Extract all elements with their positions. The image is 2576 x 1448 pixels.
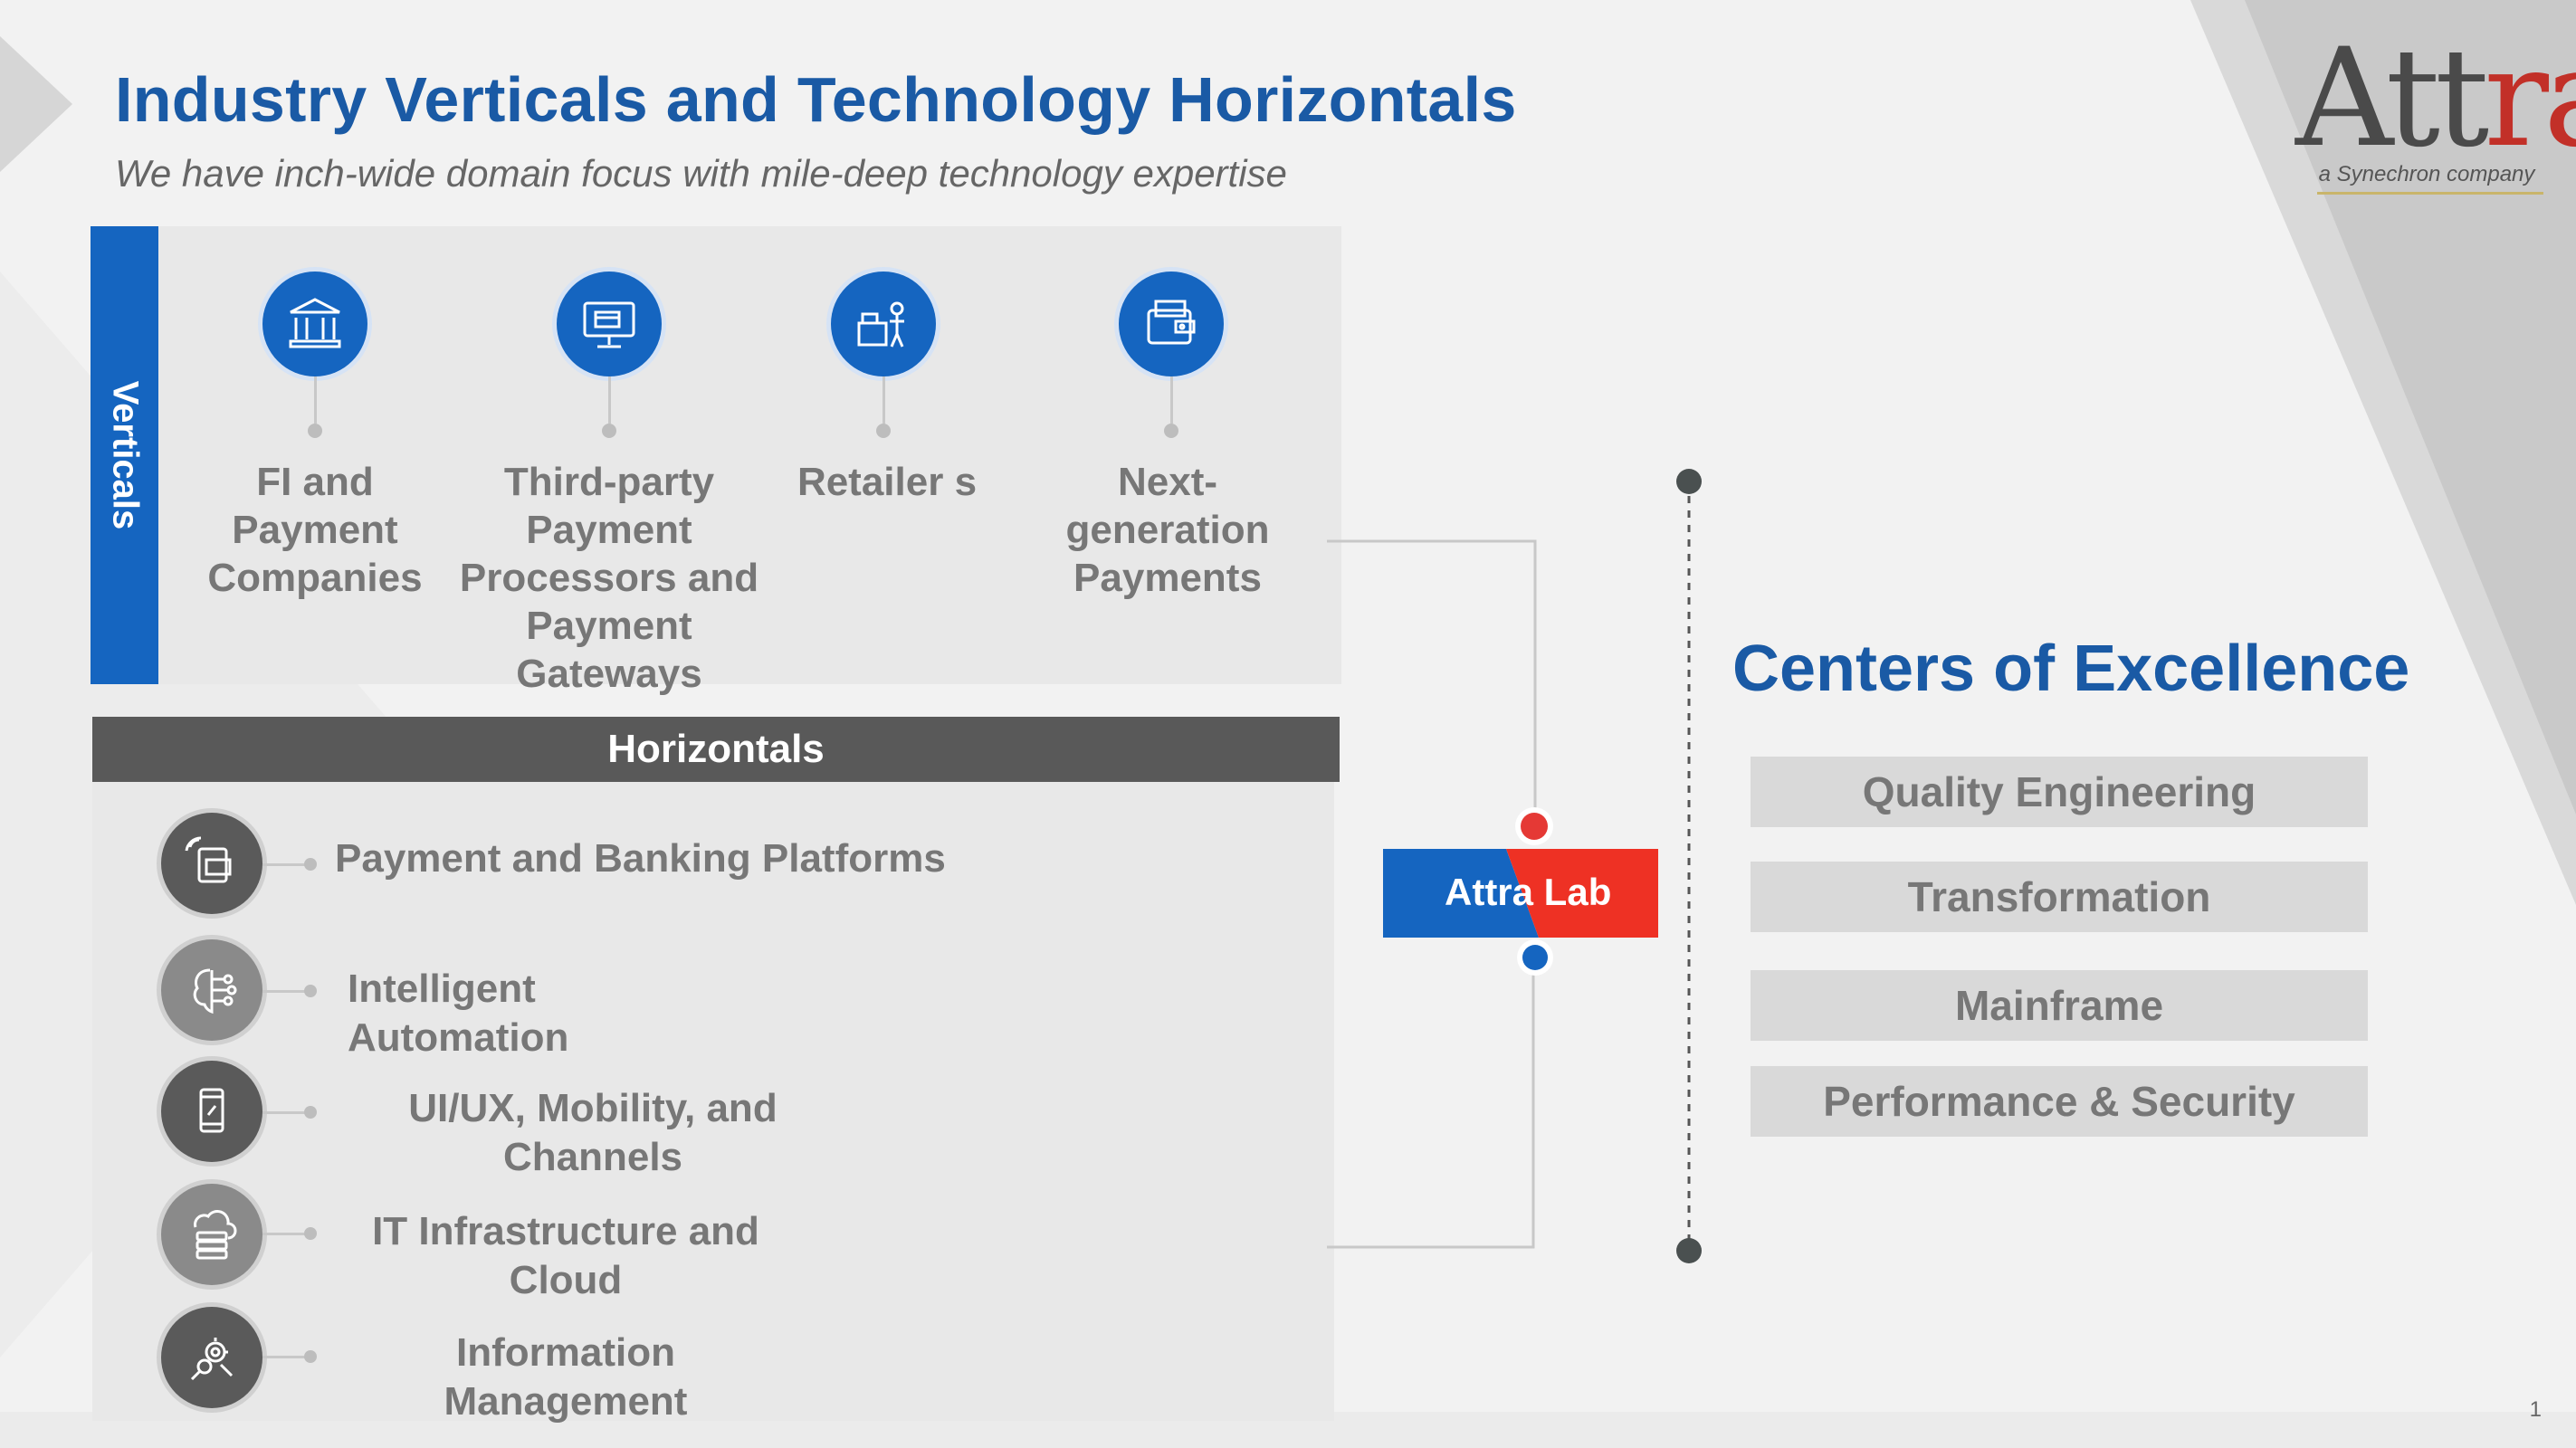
page-number: 1 bbox=[2529, 1397, 2542, 1422]
cloud-server-icon bbox=[161, 1184, 262, 1285]
brain-circuit-icon bbox=[161, 939, 262, 1041]
bank-icon bbox=[262, 272, 367, 376]
logo-wordmark: Attra bbox=[2295, 20, 2576, 177]
company-logo: Attra a Synechron company bbox=[2295, 20, 2576, 203]
attra-lab-box: Attra Lab bbox=[1383, 849, 1658, 938]
page-title: Industry Verticals and Technology Horizo… bbox=[115, 64, 1517, 135]
horizontal-label: UI/UX, Mobility, and Channels bbox=[408, 1086, 778, 1179]
vertical-label: Next-generation Payments bbox=[1065, 460, 1270, 600]
mobile-phone-icon bbox=[161, 1061, 262, 1162]
horizontal-label: IT Infrastructure and Cloud bbox=[372, 1209, 759, 1302]
card-payment-icon bbox=[161, 813, 262, 914]
horizontals-panel bbox=[92, 782, 1334, 1421]
logo-tagline: a Synechron company bbox=[2318, 162, 2535, 186]
vertical-item-fi-payment: FI and Payment Companies bbox=[197, 272, 433, 602]
horizontal-label: Information Management bbox=[444, 1330, 688, 1424]
verticals-side-bar bbox=[91, 226, 158, 684]
vertical-item-third-party: Third-party Payment Processors and Payme… bbox=[453, 272, 766, 698]
vertical-item-next-gen: Next-generation Payments bbox=[1041, 272, 1294, 602]
vertical-label: Retailer s bbox=[797, 460, 978, 504]
coe-item-performance-security: Performance & Security bbox=[1751, 1066, 2368, 1137]
logo-underline bbox=[2317, 192, 2543, 195]
vertical-label: FI and Payment Companies bbox=[207, 460, 423, 600]
retail-store-icon bbox=[831, 272, 936, 376]
data-gears-icon bbox=[161, 1307, 262, 1408]
page-subtitle: We have inch-wide domain focus with mile… bbox=[115, 152, 1287, 195]
wallet-card-icon bbox=[1119, 272, 1224, 376]
lab-bottom-dot bbox=[1522, 945, 1548, 970]
horizontals-header: Horizontals bbox=[92, 717, 1340, 782]
horizontal-label: Payment and Banking Platforms bbox=[335, 836, 946, 881]
payment-monitor-icon bbox=[557, 272, 662, 376]
attra-lab-label: Attra Lab bbox=[1445, 871, 1612, 913]
coe-item-transformation: Transformation bbox=[1751, 862, 2368, 932]
coe-item-mainframe: Mainframe bbox=[1751, 970, 2368, 1041]
horizontal-label: Intelligent Automation bbox=[348, 967, 569, 1060]
coe-title: Centers of Excellence bbox=[1732, 633, 2410, 705]
lab-top-dot bbox=[1521, 813, 1548, 840]
vertical-item-retailers: Retailer s bbox=[797, 272, 978, 506]
vertical-label: Third-party Payment Processors and Payme… bbox=[459, 460, 759, 696]
coe-item-quality-engineering: Quality Engineering bbox=[1751, 757, 2368, 827]
